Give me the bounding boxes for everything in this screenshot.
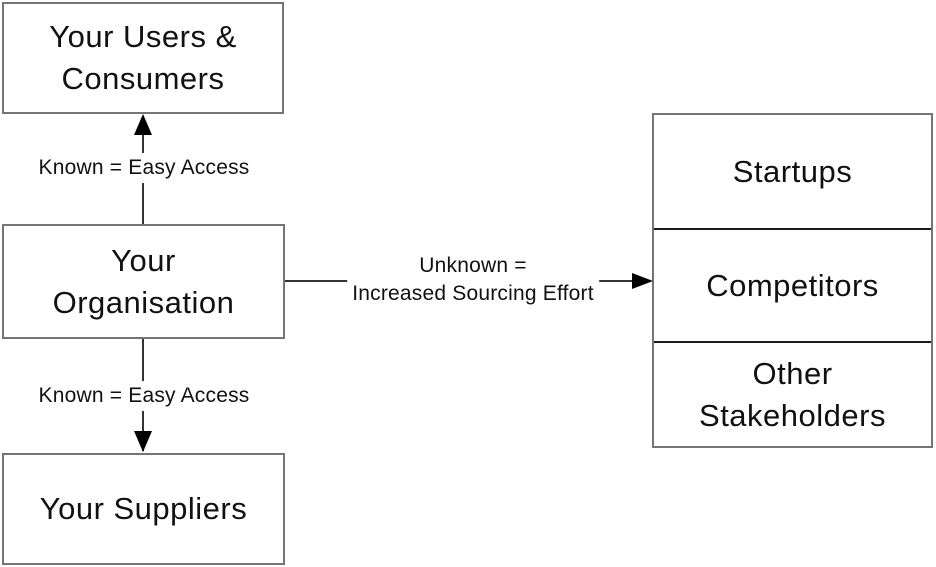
connector-label-org-to-users: Known = Easy Access bbox=[33, 153, 255, 183]
box-label-line: Organisation bbox=[52, 284, 235, 320]
box-your-users-consumers: Your Users & Consumers bbox=[2, 2, 284, 114]
arrowhead-up-icon bbox=[134, 114, 152, 135]
box-your-suppliers: Your Suppliers bbox=[2, 453, 285, 565]
arrowhead-right-icon bbox=[632, 273, 653, 289]
box-external-parties: Startups Competitors Other Stakeholders bbox=[652, 113, 933, 448]
connector-label-line: Increased Sourcing Effort bbox=[352, 282, 594, 305]
external-row-other-stakeholders: Other Stakeholders bbox=[654, 341, 931, 446]
connector-label-org-to-suppliers: Known = Easy Access bbox=[33, 381, 255, 411]
box-label-line: Your Users & bbox=[49, 19, 237, 54]
box-label-line: Your Suppliers bbox=[39, 491, 248, 526]
box-label-line: Other bbox=[752, 355, 833, 391]
external-row-competitors: Competitors bbox=[654, 228, 931, 341]
box-label-line: Startups bbox=[732, 153, 853, 189]
arrowhead-down-icon bbox=[134, 431, 152, 452]
box-label-line: Your bbox=[111, 242, 176, 278]
connector-label-org-to-external: Unknown = Increased Sourcing Effort bbox=[347, 251, 599, 309]
external-row-startups: Startups bbox=[654, 115, 931, 228]
box-label-line: Stakeholders bbox=[699, 397, 886, 433]
box-label-line: Competitors bbox=[706, 267, 879, 303]
box-label-line: Consumers bbox=[61, 61, 225, 96]
connector-label-line: Unknown = bbox=[419, 254, 527, 277]
box-your-organisation: Your Organisation bbox=[2, 224, 285, 339]
